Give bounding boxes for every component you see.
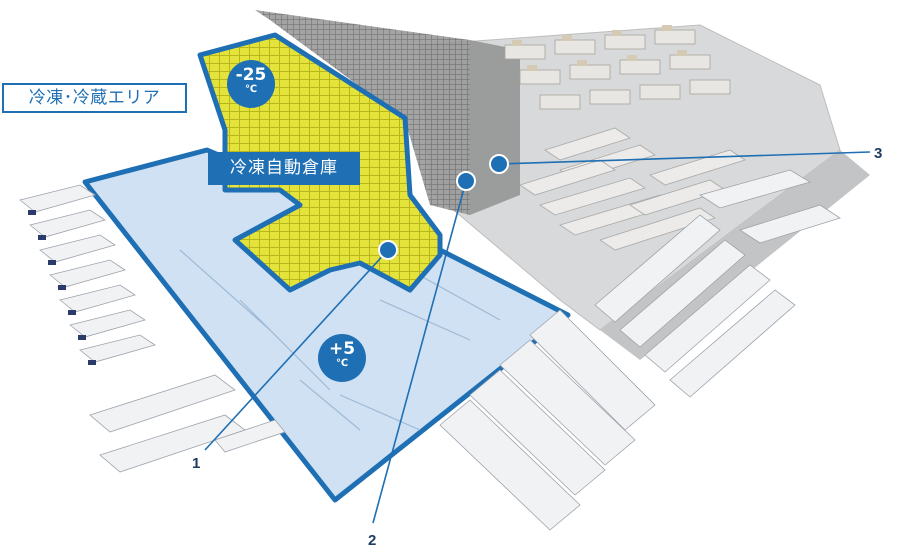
trucks-right [594, 169, 841, 398]
trucks-bottom-left [89, 374, 286, 473]
callout-dot-1 [378, 240, 398, 260]
chilled-zone [82, 147, 571, 503]
automated-warehouse-label: 冷凍自動倉庫 [208, 152, 360, 185]
callout-dot-2 [456, 171, 476, 191]
trucks-bottom-center [439, 309, 656, 531]
callout-number-3: 3 [874, 145, 883, 162]
frozen-temp-badge: -25 ℃ [227, 60, 275, 108]
trucks-left [19, 184, 156, 363]
frozen-temp-value: -25 [235, 65, 267, 85]
callout-dots [378, 154, 509, 260]
rack-structure [255, 10, 520, 215]
chilled-zone-markings [179, 249, 501, 431]
callout-number-1: 1 [192, 455, 201, 472]
frozen-chilled-area-label: 冷凍･冷蔵エリア [2, 83, 187, 113]
callout-leaders [204, 151, 871, 524]
chilled-temp-unit: ℃ [335, 358, 349, 369]
chilled-temp-badge: +5 ℃ [318, 334, 366, 382]
sorting-racks [519, 127, 746, 251]
callout-number-2: 2 [368, 532, 377, 549]
truck-cabs-left [28, 210, 96, 365]
frozen-temp-unit: ℃ [244, 84, 258, 95]
picking-tables [504, 25, 731, 110]
chilled-temp-value: +5 [328, 339, 356, 359]
callout-dot-3 [489, 154, 509, 174]
